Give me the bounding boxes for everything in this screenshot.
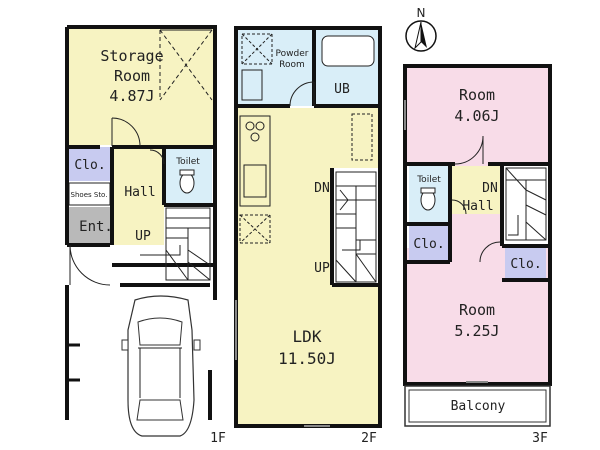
toilet-3f-label: Toilet xyxy=(416,175,441,185)
closet-1f-area xyxy=(69,147,110,181)
compass-north-label: N xyxy=(417,6,426,20)
room-bottom-label: Room xyxy=(459,301,495,319)
dn-2f-label: DN xyxy=(314,181,330,196)
up-1f-label: UP xyxy=(135,229,151,244)
balcony-area xyxy=(404,385,551,427)
hall-3f-label: Hall xyxy=(462,199,493,214)
up-2f-label: UP xyxy=(314,261,330,276)
powder-label-1: Powder xyxy=(276,49,309,59)
hall-1f-label: Hall xyxy=(124,185,155,200)
ldk-label: LDK xyxy=(293,327,322,346)
closet-3f-left-label: Clo. xyxy=(413,237,444,252)
floor-2f-label: 2F xyxy=(361,431,377,446)
storage-room-area xyxy=(67,27,215,145)
stairs-3f xyxy=(505,167,547,241)
floor-3f-label: 3F xyxy=(532,431,548,446)
floor-2f: Powder Room UB DN UP LDK 11.50J 2F xyxy=(234,26,382,446)
storage-size-label: 4.87J xyxy=(109,87,154,105)
powder-label-2: Room xyxy=(279,60,305,70)
closet-1f-label: Clo. xyxy=(74,158,105,173)
ldk-size-label: 11.50J xyxy=(278,349,336,368)
room-top-area xyxy=(407,68,548,164)
entrance-area xyxy=(69,207,110,245)
north-compass-icon: N xyxy=(405,6,437,52)
balcony-label: Balcony xyxy=(451,399,506,414)
toilet-bowl-1f xyxy=(179,172,195,194)
ub-label: UB xyxy=(334,82,350,97)
stairs-2f xyxy=(335,171,377,283)
room-bottom-size-label: 5.25J xyxy=(454,322,499,340)
shoes-label: Shoes Sto. xyxy=(71,191,108,199)
entrance-label: Ent. xyxy=(79,219,113,235)
storage-room-label: Room xyxy=(114,67,150,85)
toilet-1f-label: Toilet xyxy=(175,157,200,167)
parking-car xyxy=(121,295,201,437)
floor-1f: Storage Room 4.87J Clo. Toilet Hall Shoe… xyxy=(65,25,226,446)
room-top-size-label: 4.06J xyxy=(454,107,499,125)
dn-3f-label: DN xyxy=(482,181,498,196)
closet-3f-left-area xyxy=(409,226,450,262)
hall-1f-area xyxy=(112,147,164,245)
closet-3f-right-label: Clo. xyxy=(510,257,541,272)
room-top-label: Room xyxy=(459,86,495,104)
floor-3f: Room 4.06J Toilet DN Hall Clo. Clo. Room… xyxy=(403,64,552,446)
closet-3f-right-area xyxy=(505,248,546,278)
hall-3f-area xyxy=(452,166,502,214)
storage-label: Storage xyxy=(100,47,163,65)
stairs-1f xyxy=(140,207,211,281)
floor-1f-label: 1F xyxy=(210,431,226,446)
